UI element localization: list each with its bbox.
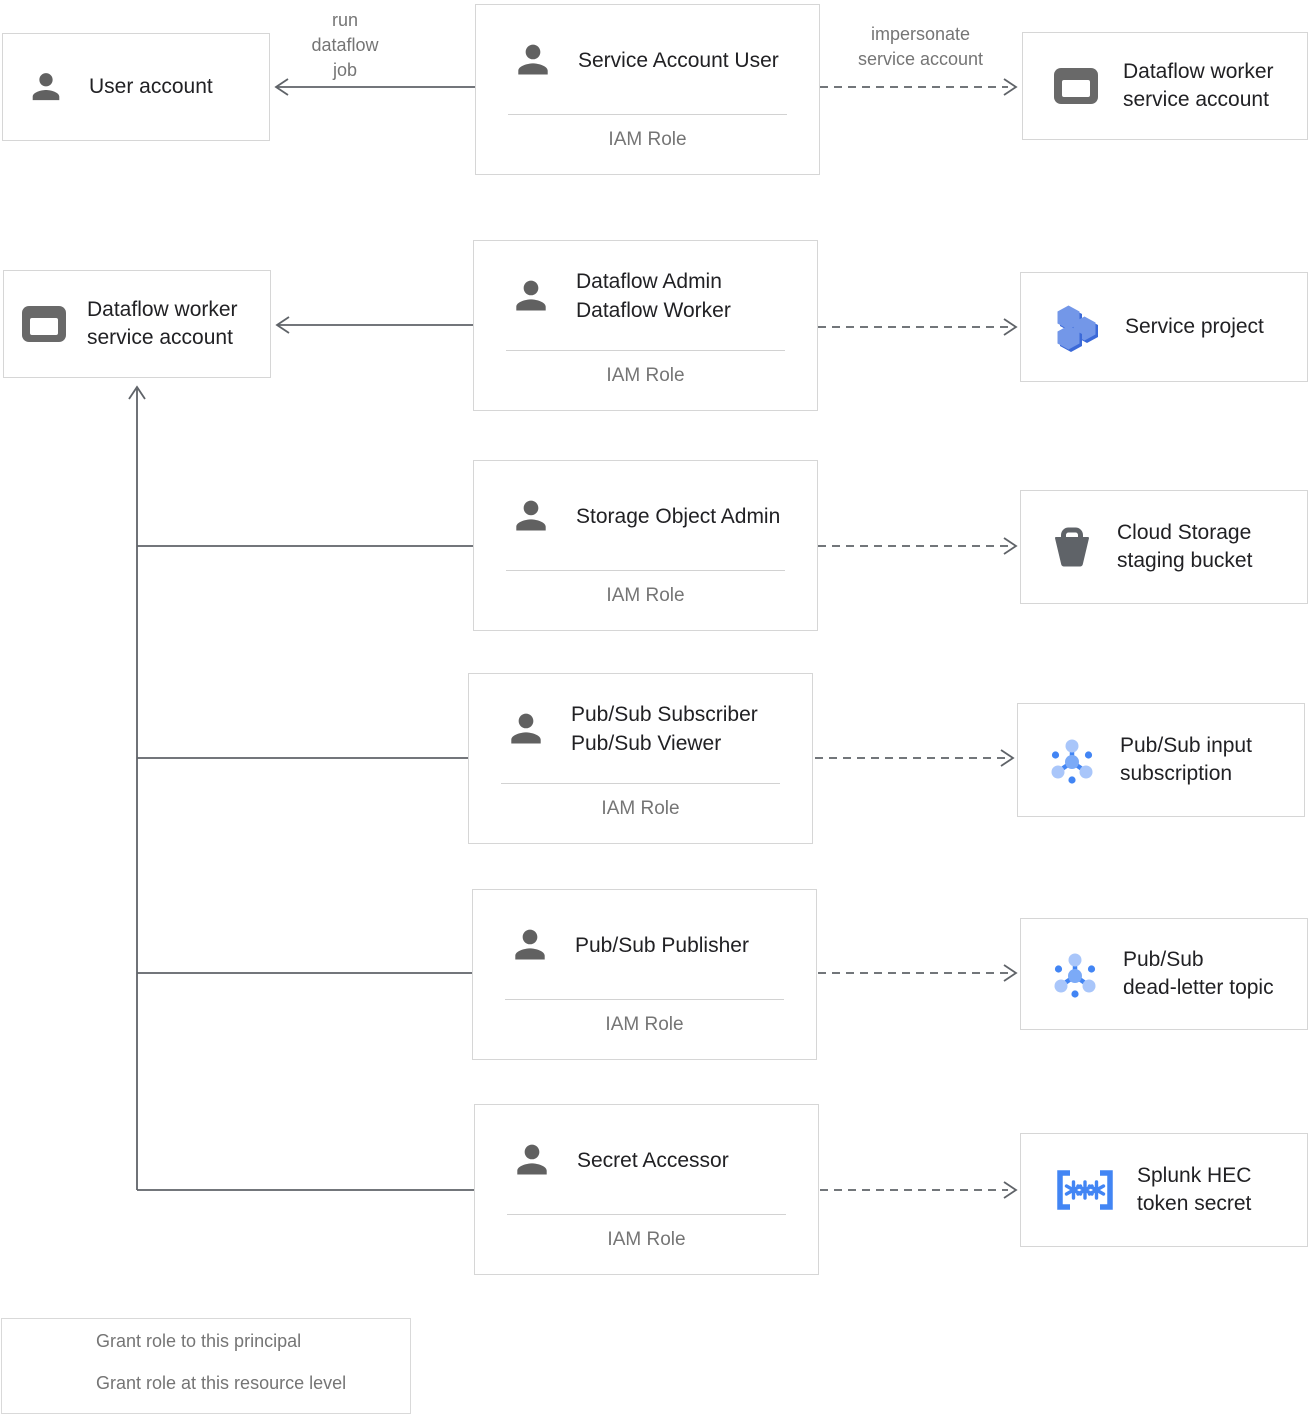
node-pubsub-dead-letter-topic: Pub/Sub dead-letter topic	[1020, 918, 1308, 1030]
user-icon	[515, 929, 545, 960]
role-pubsub-subscriber-viewer: Pub/Sub Subscriber Pub/Sub Viewer IAM Ro…	[468, 673, 813, 844]
edge-token-secret	[820, 1181, 1018, 1199]
divider	[501, 783, 780, 784]
project-hexagons-icon	[1057, 305, 1098, 352]
edge-label-run-dataflow-job: run dataflow job	[311, 10, 379, 80]
role-service-account-user: Service Account User IAM Role	[475, 4, 820, 175]
node-label: Service project	[1125, 315, 1264, 338]
legend-label-dashed: Grant role at this resource level	[96, 1373, 347, 1393]
pubsub-icon	[1054, 953, 1096, 998]
role-footer: IAM Role	[605, 1014, 684, 1035]
role-footer: IAM Role	[607, 1229, 686, 1250]
node-label: Dataflow worker service account	[87, 298, 238, 349]
role-title: Storage Object Admin	[576, 504, 781, 528]
node-label: Pub/Sub dead-letter topic	[1123, 948, 1274, 999]
node-service-project: Service project	[1020, 272, 1308, 382]
legend-label-solid: Grant role to this principal	[96, 1331, 302, 1351]
edge-service-project	[818, 318, 1018, 336]
node-user-account: User account	[2, 33, 270, 141]
role-title: Pub/Sub Publisher	[575, 933, 749, 957]
node-label: Dataflow worker service account	[1123, 60, 1274, 111]
role-secret-accessor: Secret Accessor IAM Role	[474, 1104, 819, 1275]
edge-dead-letter-topic	[818, 964, 1018, 982]
user-icon	[32, 73, 60, 101]
node-label: Splunk HEC token secret	[1137, 1164, 1252, 1215]
node-label: Cloud Storage staging bucket	[1117, 521, 1253, 572]
node-cloud-storage-bucket: Cloud Storage staging bucket	[1020, 490, 1308, 604]
divider	[508, 114, 787, 115]
role-footer: IAM Role	[606, 365, 685, 386]
role-title: Service Account User	[578, 48, 779, 72]
role-title: Dataflow Admin Dataflow Worker	[576, 270, 731, 322]
role-title: Pub/Sub Subscriber Pub/Sub Viewer	[571, 703, 758, 755]
node-label: Pub/Sub input subscription	[1120, 734, 1252, 785]
divider	[505, 999, 784, 1000]
user-icon	[511, 713, 541, 744]
divider	[507, 1214, 786, 1215]
divider	[506, 570, 785, 571]
node-label: User account	[89, 75, 213, 98]
node-splunk-hec-token-secret: Splunk HEC token secret	[1020, 1133, 1308, 1247]
edge-trunk-to-worker-sa	[128, 385, 474, 1191]
storage-bucket-icon	[1055, 527, 1089, 567]
role-title: Secret Accessor	[577, 1148, 729, 1172]
edge-label-impersonate: impersonate service account	[857, 24, 984, 69]
divider	[506, 350, 785, 351]
role-storage-object-admin: Storage Object Admin IAM Role	[473, 460, 818, 631]
user-icon	[516, 500, 546, 531]
user-icon	[517, 1144, 547, 1175]
secret-icon	[1057, 1170, 1113, 1210]
edge-input-subscription	[815, 749, 1015, 767]
role-footer: IAM Role	[608, 129, 687, 150]
role-footer: IAM Role	[606, 585, 685, 606]
user-icon	[518, 44, 548, 75]
service-account-icon	[22, 306, 66, 342]
service-account-icon	[1054, 68, 1098, 104]
edge-impersonate-service-account	[820, 78, 1018, 96]
legend	[1, 1318, 411, 1414]
role-dataflow-admin-worker: Dataflow Admin Dataflow Worker IAM Role	[473, 240, 818, 411]
user-icon	[516, 280, 546, 311]
node-dataflow-worker-sa-left: Dataflow worker service account	[3, 270, 271, 378]
node-dataflow-worker-sa-right: Dataflow worker service account	[1022, 32, 1308, 140]
edge-grant-to-worker-sa	[275, 316, 473, 334]
role-pubsub-publisher: Pub/Sub Publisher IAM Role	[472, 889, 817, 1060]
edge-run-dataflow-job	[274, 78, 475, 96]
node-pubsub-input-subscription: Pub/Sub input subscription	[1017, 703, 1305, 817]
role-footer: IAM Role	[601, 798, 680, 819]
edge-staging-bucket	[818, 537, 1018, 555]
pubsub-icon	[1051, 739, 1093, 784]
